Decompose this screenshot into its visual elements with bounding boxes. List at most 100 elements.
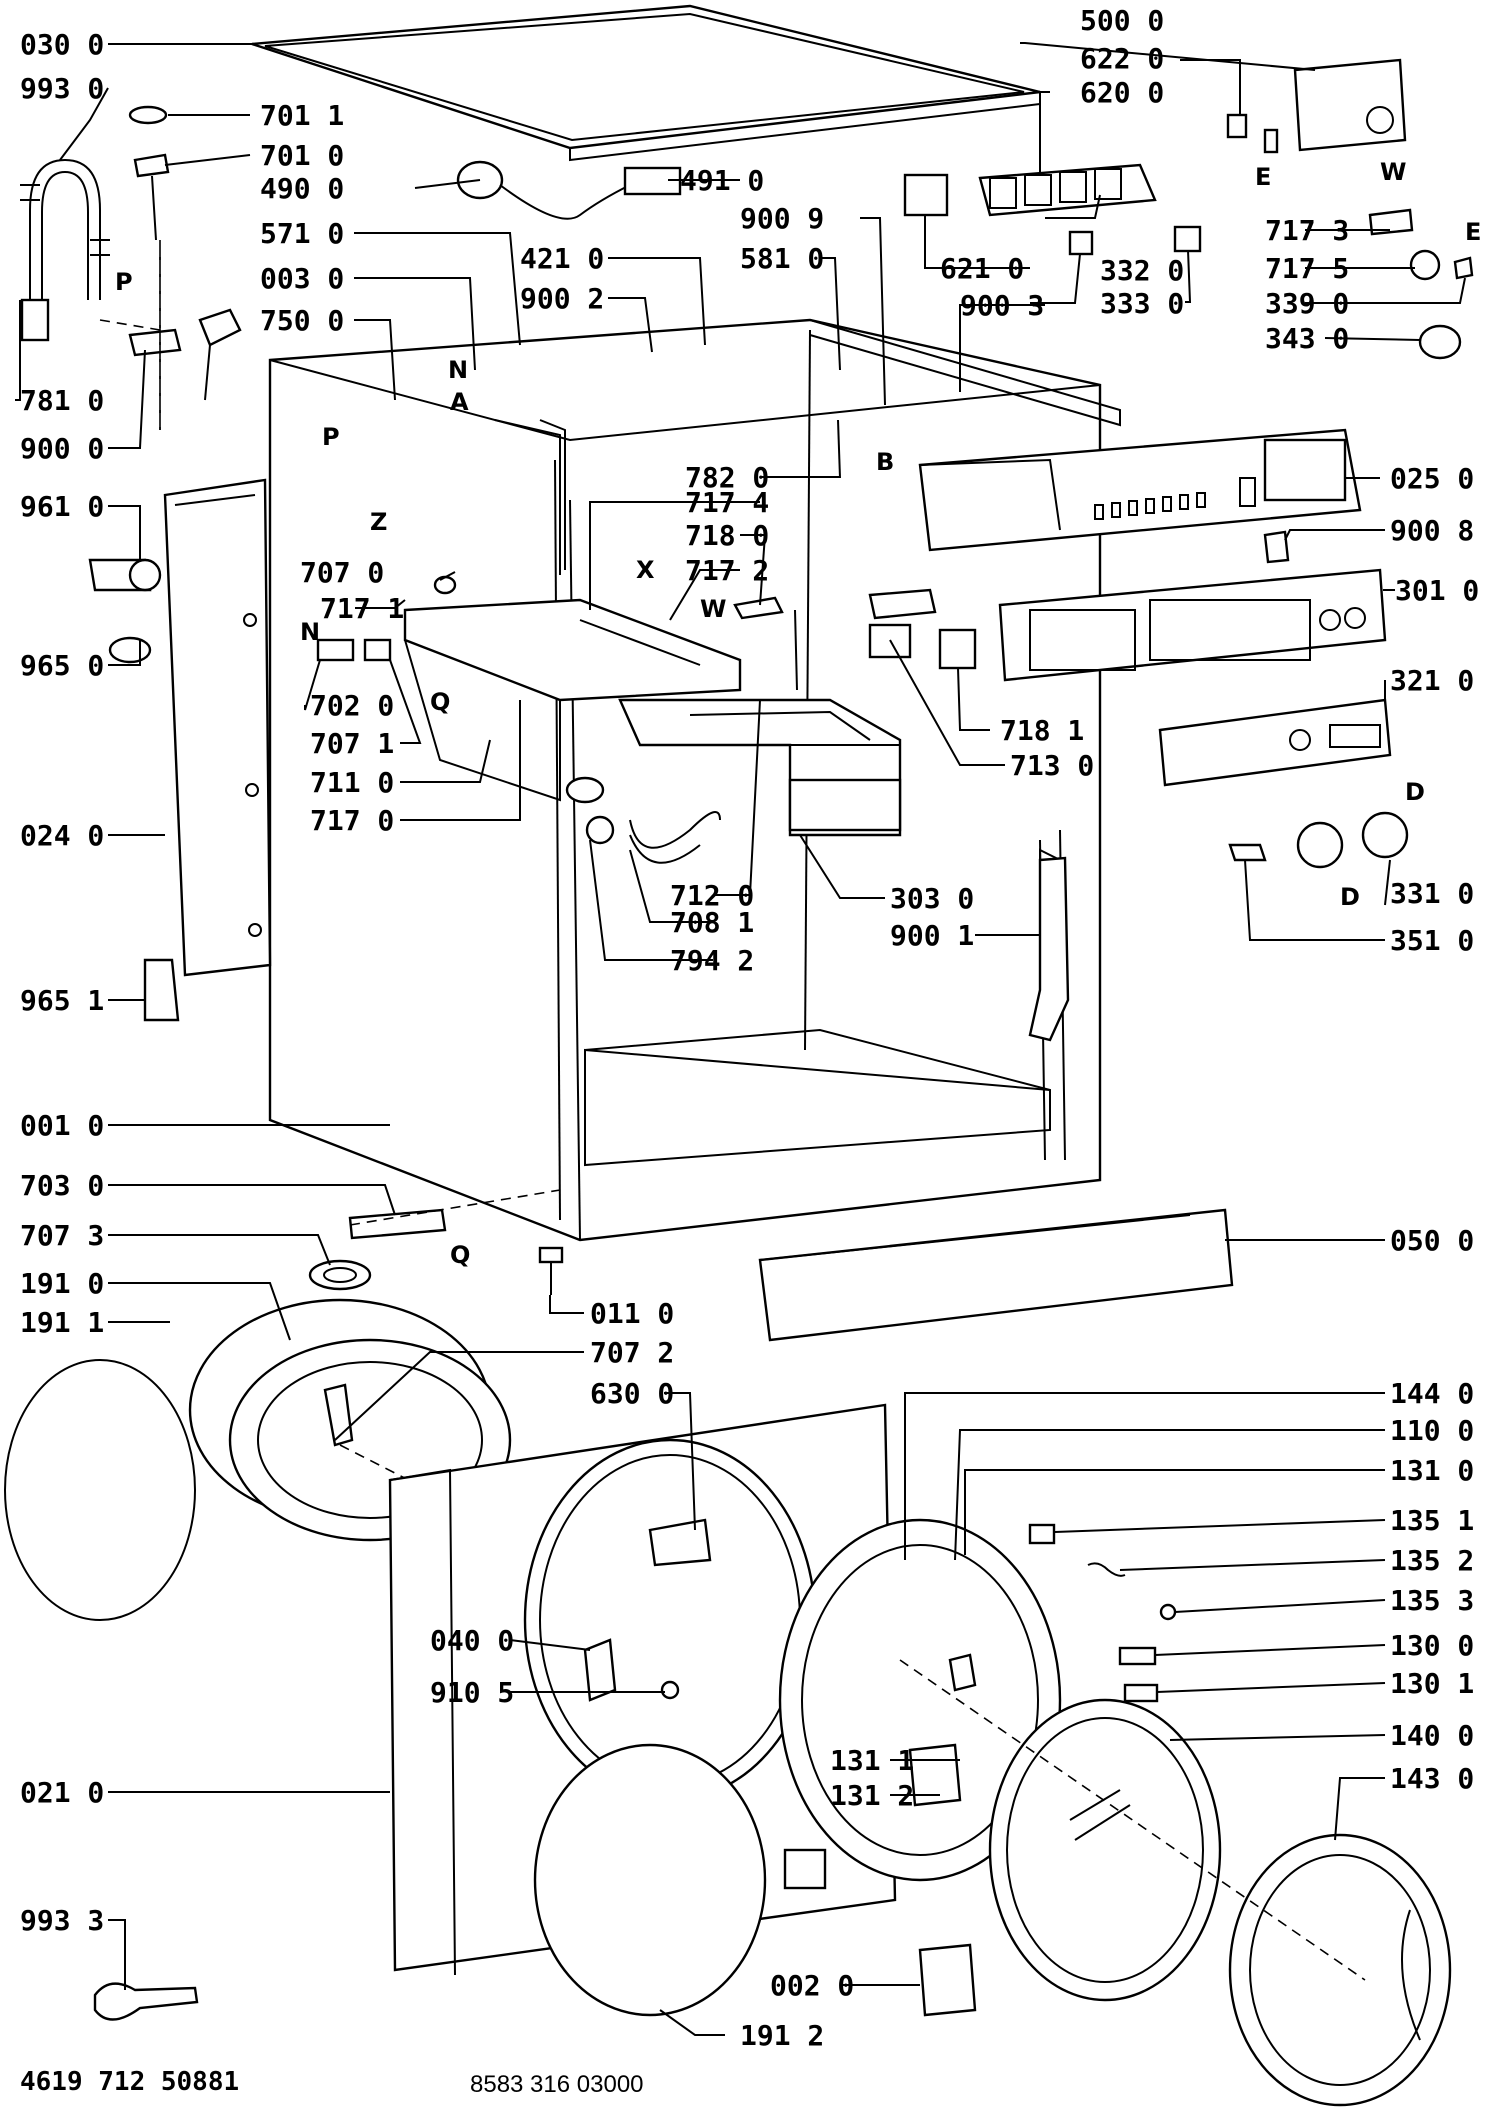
clip-900-8 [1263, 530, 1290, 564]
callout-D-upper: D [1405, 778, 1425, 806]
connector-702 [316, 638, 392, 662]
label-794-2: 794 2 [670, 944, 754, 977]
label-050-0: 050 0 [1390, 1224, 1474, 1257]
part-drawings [4, 4, 1474, 2107]
callout-D-lower: D [1340, 883, 1360, 911]
label-707-1: 707 1 [310, 727, 394, 760]
label-993-3: 993 3 [20, 1904, 104, 1937]
label-702-0: 702 0 [310, 689, 394, 722]
label-331-0: 331 0 [1390, 877, 1474, 910]
label-321-0: 321 0 [1390, 664, 1474, 697]
label-491-0: 491 0 [680, 164, 764, 197]
front-cabinet-021 [388, 1403, 897, 1976]
programmer-500 [1226, 58, 1407, 154]
small-parts-339 [1368, 208, 1474, 360]
label-332-0: 332 0 [1100, 254, 1184, 287]
label-717-3: 717 3 [1265, 214, 1349, 247]
label-718-1: 718 1 [1000, 714, 1084, 747]
label-135-2: 135 2 [1390, 1544, 1474, 1577]
callout-A: A [450, 388, 469, 416]
callout-Q-tube: Q [450, 1241, 470, 1269]
hoses-708-794 [565, 776, 721, 864]
label-333-0: 333 0 [1100, 287, 1184, 320]
clips-332 [1068, 225, 1202, 256]
label-717-4: 717 4 [685, 486, 769, 519]
callout-B: B [876, 448, 894, 476]
label-130-1: 130 1 [1390, 1667, 1474, 1700]
label-011-0: 011 0 [590, 1297, 674, 1330]
label-900-2: 900 2 [520, 282, 604, 315]
label-191-2: 191 2 [740, 2019, 824, 2052]
hinge-parts-135 [1028, 1523, 1177, 1703]
label-900-1: 900 1 [890, 919, 974, 952]
document-id-left: 4619 712 50881 [20, 2067, 239, 2097]
knob-701 [128, 105, 170, 241]
label-001-0: 001 0 [20, 1109, 104, 1142]
label-490-0: 490 0 [260, 172, 344, 205]
footer-ids: 4619 712 50881 8583 316 03000 [20, 2067, 644, 2098]
label-040-0: 040 0 [430, 1624, 514, 1657]
label-750-0: 750 0 [260, 304, 344, 337]
label-717-2: 717 2 [685, 554, 769, 587]
label-343-0: 343 0 [1265, 322, 1349, 355]
label-622-0: 622 0 [1080, 42, 1164, 75]
door-frame-140 [988, 1698, 1222, 2002]
door-glass-191-2 [533, 1743, 767, 2017]
label-961-0: 961 0 [20, 490, 104, 523]
label-131-1: 131 1 [830, 1744, 914, 1777]
door-bowl-143 [1228, 1833, 1452, 2107]
label-130-0: 130 0 [1390, 1629, 1474, 1662]
bracket-900-1 [1028, 856, 1070, 1042]
label-581-0: 581 0 [740, 242, 824, 275]
callout-E-left: E [1255, 163, 1271, 191]
back-panel-024 [163, 478, 272, 977]
callout-X: X [636, 556, 655, 584]
label-900-3: 900 3 [960, 289, 1044, 322]
leader-lines [15, 42, 1466, 2036]
front-panel-301 [998, 568, 1387, 682]
label-717-1: 717 1 [320, 592, 404, 625]
label-421-0: 421 0 [520, 242, 604, 275]
label-110-0: 110 0 [1390, 1414, 1474, 1447]
label-965-1: 965 1 [20, 984, 104, 1017]
callout-W-tray: W [700, 595, 726, 623]
label-191-1: 191 1 [20, 1306, 104, 1339]
label-782-0: 782 0 [685, 461, 769, 494]
callout-Q-tray: Q [430, 688, 450, 716]
callout-E-right: E [1465, 218, 1481, 246]
label-900-9: 900 9 [740, 202, 824, 235]
label-571-0: 571 0 [260, 217, 344, 250]
label-910-5: 910 5 [430, 1676, 514, 1709]
kickplate-050 [758, 1208, 1234, 1342]
label-717-0: 717 0 [310, 804, 394, 837]
switch-bank-620 [903, 163, 1157, 217]
label-713-0: 713 0 [1010, 749, 1094, 782]
knobs-331 [1228, 811, 1409, 869]
label-707-3: 707 3 [20, 1219, 104, 1252]
label-030-0: 030 0 [20, 28, 104, 61]
label-021-0: 021 0 [20, 1776, 104, 1809]
label-708-1: 708 1 [670, 906, 754, 939]
label-301-0: 301 0 [1395, 574, 1479, 607]
label-140-0: 140 0 [1390, 1719, 1474, 1752]
assembly-guides [159, 250, 1366, 1981]
label-131-0: 131 0 [1390, 1454, 1474, 1487]
label-712-0: 712 0 [670, 879, 754, 912]
label-707-0: 707 0 [300, 556, 384, 589]
label-002-0: 002 0 [770, 1969, 854, 2002]
fascia-321 [1158, 698, 1392, 787]
tube-703 [308, 1208, 447, 1291]
label-701-1: 701 1 [260, 99, 344, 132]
callout-N-tray: N [300, 618, 320, 646]
label-965-0: 965 0 [20, 649, 104, 682]
label-718-0: 718 0 [685, 519, 769, 552]
label-711-0: 711 0 [310, 766, 394, 799]
label-191-0: 191 0 [20, 1267, 104, 1300]
callout-P-hose: P [115, 268, 133, 296]
label-701-0: 701 0 [260, 139, 344, 172]
clamp-707 [433, 575, 457, 595]
plate-002 [918, 1943, 977, 2017]
label-143-0: 143 0 [1390, 1762, 1474, 1795]
label-620-0: 620 0 [1080, 76, 1164, 109]
spanner-993-3 [93, 1982, 199, 2021]
